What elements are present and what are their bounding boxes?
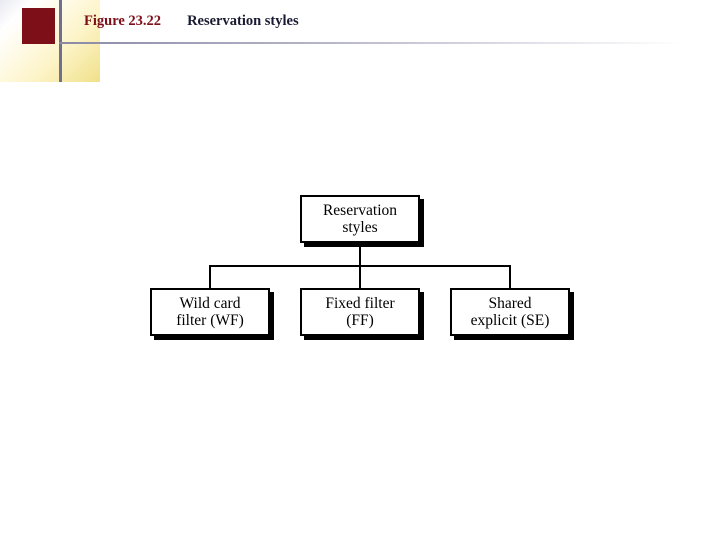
figure-number: Figure 23.22 bbox=[84, 13, 162, 29]
reservation-styles-diagram: Reservation styles Wild card filter (WF)… bbox=[140, 185, 580, 350]
node-label-fixed-filter: Fixed filter (FF) bbox=[325, 294, 395, 329]
figure-heading: Figure 23.22 Reservation styles bbox=[84, 12, 299, 30]
node-label-shared-explicit: Shared explicit (SE) bbox=[470, 294, 550, 329]
node-reservation-styles: Reservation styles bbox=[300, 195, 420, 243]
slide-accent-block bbox=[22, 8, 55, 44]
node-wild-card-filter: Wild card filter (WF) bbox=[150, 288, 270, 336]
connector-drop-wild-card-filter bbox=[209, 265, 211, 288]
connector-drop-fixed-filter bbox=[359, 265, 361, 288]
connector-root-stem bbox=[359, 245, 361, 267]
node-fixed-filter: Fixed filter (FF) bbox=[300, 288, 420, 336]
slide-horizontal-rule bbox=[59, 42, 684, 44]
node-label-wild-card-filter: Wild card filter (WF) bbox=[176, 294, 244, 329]
node-shared-explicit: Shared explicit (SE) bbox=[450, 288, 570, 336]
slide-vertical-rule bbox=[59, 0, 62, 82]
connector-drop-shared-explicit bbox=[509, 265, 511, 288]
figure-title: Reservation styles bbox=[187, 13, 299, 29]
node-label-reservation-styles: Reservation styles bbox=[322, 201, 398, 236]
